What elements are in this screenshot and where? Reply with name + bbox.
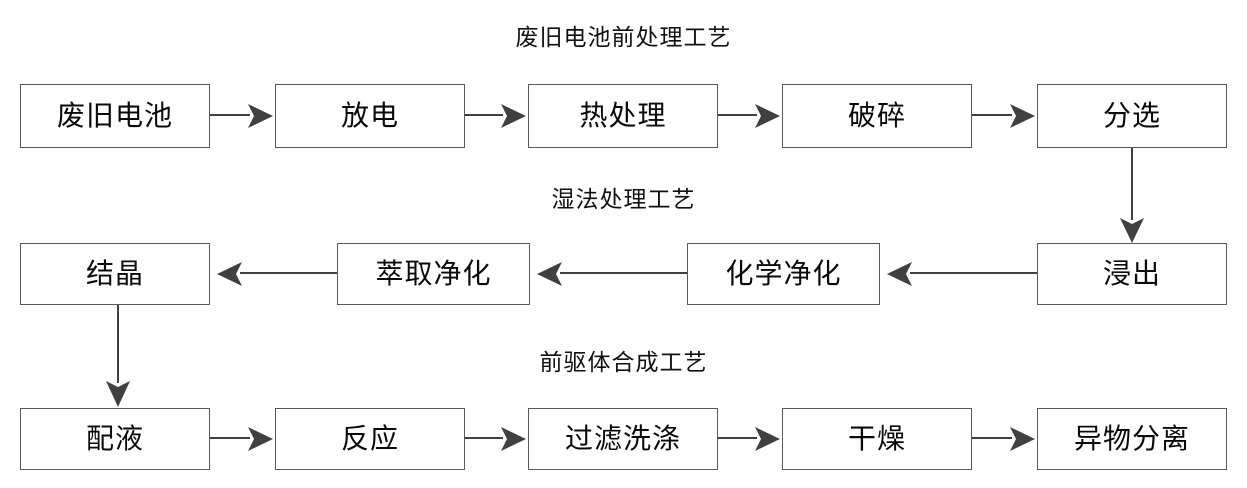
section-title-precursor-synthesis: 前驱体合成工艺 xyxy=(539,350,708,376)
arrow-sorting-to-leaching xyxy=(1119,148,1145,244)
node-solution-preparation[interactable]: 配液 xyxy=(20,408,210,470)
arrow-filtration-washing-to-drying xyxy=(718,426,782,452)
arrow-solution-prep-to-reaction xyxy=(210,426,275,452)
arrow-extraction-to-crystallization xyxy=(210,261,337,287)
node-chemical-purification[interactable]: 化学净化 xyxy=(687,243,880,305)
node-crystallization[interactable]: 结晶 xyxy=(20,243,210,305)
arrow-heat-treatment-to-crushing xyxy=(718,103,782,129)
arrow-leaching-to-chemical-purification xyxy=(880,261,1037,287)
node-extraction-purification[interactable]: 萃取净化 xyxy=(337,243,530,305)
node-heat-treatment[interactable]: 热处理 xyxy=(528,84,718,148)
arrow-drying-to-foreign-matter-separation xyxy=(972,426,1037,452)
node-waste-battery[interactable]: 废旧电池 xyxy=(20,84,210,148)
arrow-discharge-to-heat-treatment xyxy=(465,103,528,129)
node-foreign-matter-separation[interactable]: 异物分离 xyxy=(1037,408,1227,470)
arrow-waste-battery-to-discharge xyxy=(210,103,275,129)
node-drying[interactable]: 干燥 xyxy=(782,408,972,470)
node-sorting[interactable]: 分选 xyxy=(1037,84,1227,148)
node-filtration-washing[interactable]: 过滤洗涤 xyxy=(528,408,718,470)
node-discharge[interactable]: 放电 xyxy=(275,84,465,148)
node-crushing[interactable]: 破碎 xyxy=(782,84,972,148)
node-leaching[interactable]: 浸出 xyxy=(1037,243,1227,305)
arrow-crushing-to-sorting xyxy=(972,103,1037,129)
section-title-pretreatment: 废旧电池前处理工艺 xyxy=(515,25,732,51)
arrow-crystallization-to-solution-prep xyxy=(105,305,131,408)
arrow-reaction-to-filtration-washing xyxy=(465,426,528,452)
node-reaction[interactable]: 反应 xyxy=(275,408,465,470)
arrow-chemical-purification-to-extraction xyxy=(530,261,687,287)
section-title-hydrometallurgy: 湿法处理工艺 xyxy=(551,187,696,213)
